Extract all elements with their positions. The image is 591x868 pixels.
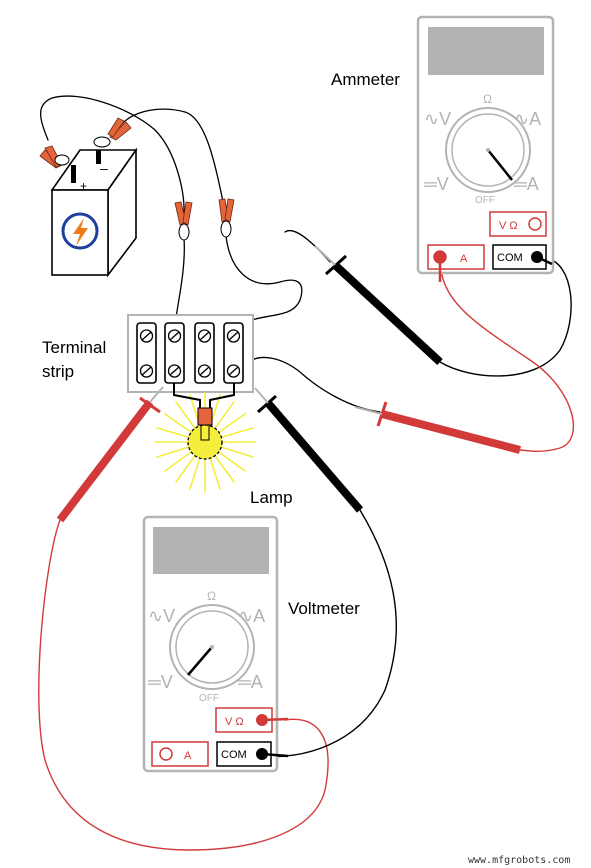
battery-plus-label: + (80, 179, 87, 193)
ammeter-scale-ohm: Ω (483, 92, 492, 106)
clip-battery-negative (93, 117, 132, 148)
voltmeter-scale-dc-v: ═V (147, 672, 173, 692)
clip-body-icon (178, 223, 190, 241)
clip-loose-1 (174, 201, 193, 241)
voltmeter-a-jack[interactable]: A (151, 741, 209, 767)
ammeter-red-probe-wire (244, 356, 381, 413)
lightning-bolt-icon (73, 218, 88, 246)
ammeter-vohm-jack[interactable]: V Ω (489, 211, 547, 237)
voltmeter-scale-ohm: Ω (207, 589, 216, 603)
voltmeter-scale-dc-a: ═A (237, 672, 263, 692)
voltmeter-selector-knob[interactable] (187, 646, 213, 676)
voltmeter-scale-off: OFF (199, 693, 219, 704)
voltmeter-red-plug (261, 717, 289, 722)
ammeter-red-lead-wire (439, 257, 575, 452)
battery-positive-wire (39, 95, 185, 216)
ammeter-black-probe-wire (284, 229, 331, 263)
voltmeter-scale-ac-a: ∿A (238, 606, 265, 626)
ammeter-a-label: A (460, 253, 468, 265)
voltmeter-display (153, 527, 269, 574)
terminal-2 (164, 322, 185, 384)
clip-body-icon (220, 220, 232, 238)
clip-jaw-icon (109, 121, 132, 141)
ammeter-label: Ammeter (331, 70, 400, 89)
lamp-filament (200, 425, 210, 441)
voltmeter-label: Voltmeter (288, 599, 360, 618)
ammeter-red-probe (354, 401, 522, 454)
ammeter-scale-off: OFF (475, 195, 495, 206)
terminal-1 (136, 322, 157, 384)
battery-terminal-positive (71, 165, 76, 183)
ammeter-scale-ac-v: ∿V (424, 109, 451, 129)
ammeter-scale-dc-a: ═A (513, 174, 539, 194)
voltmeter-vohm-label: V Ω (225, 716, 244, 728)
battery: + – (50, 147, 138, 278)
terminal-strip-label-line2: strip (42, 362, 74, 381)
wire-clip1-to-terminal (174, 237, 185, 326)
clip-loose-2 (218, 198, 235, 238)
ammeter-scale-dc-v: ═V (423, 174, 449, 194)
lamp: Lamp (154, 383, 293, 507)
lamp-lead-right (209, 383, 235, 408)
voltmeter-a-label: A (184, 750, 192, 762)
voltmeter-black-plug (261, 752, 289, 758)
jack-socket-icon (159, 747, 173, 761)
ammeter-scale-ac-a: ∿A (514, 109, 541, 129)
voltmeter-scale-ac-v: ∿V (148, 606, 175, 626)
voltmeter-black-probe (254, 387, 364, 513)
ammeter-black-plug (536, 255, 553, 266)
watermark-bg (462, 850, 591, 868)
ammeter-a-jack[interactable]: A (427, 244, 485, 270)
ammeter-display (428, 27, 544, 75)
ammeter-black-lead-wire (439, 257, 572, 377)
terminal-3 (194, 322, 215, 384)
lamp-base (197, 407, 213, 426)
clip-jaw-icon (107, 117, 125, 138)
terminal-4 (223, 322, 244, 384)
lamp-lead-left (173, 383, 201, 408)
battery-minus-label: – (100, 160, 108, 176)
voltmeter: Ω ∿V ∿A ═V ═A OFF V Ω A COM Voltmeter (142, 515, 360, 773)
lamp-label: Lamp (250, 488, 293, 507)
voltmeter-black-lead-wire (261, 509, 397, 758)
ammeter-selector-knob[interactable] (487, 149, 513, 181)
clip-battery-positive (39, 145, 70, 169)
voltmeter-red-lead-wire (38, 519, 329, 851)
clip-jaw-icon (224, 198, 235, 223)
ammeter: Ω ∿V ∿A ═V ═A OFF V Ω A COM Ammeter (331, 15, 555, 275)
ammeter-com-label: COM (497, 252, 523, 264)
battery-negative-wire (114, 108, 226, 213)
clip-body-icon (54, 154, 70, 166)
terminal-strip-label-line1: Terminal (42, 338, 106, 357)
watermark: www.mfgrobots.com (468, 855, 570, 866)
ammeter-vohm-label: V Ω (499, 220, 518, 232)
clip-jaw-icon (182, 201, 193, 226)
ammeter-black-probe (314, 245, 443, 365)
lamp-bulb (187, 424, 223, 460)
clip-body-icon (93, 136, 111, 148)
terminal-strip: Terminal strip (42, 314, 254, 393)
wire-clip2-to-terminal (225, 235, 303, 326)
jack-socket-icon (528, 217, 542, 231)
voltmeter-com-label: COM (221, 749, 247, 761)
battery-terminal-negative (96, 150, 101, 164)
voltmeter-red-probe (56, 386, 164, 523)
